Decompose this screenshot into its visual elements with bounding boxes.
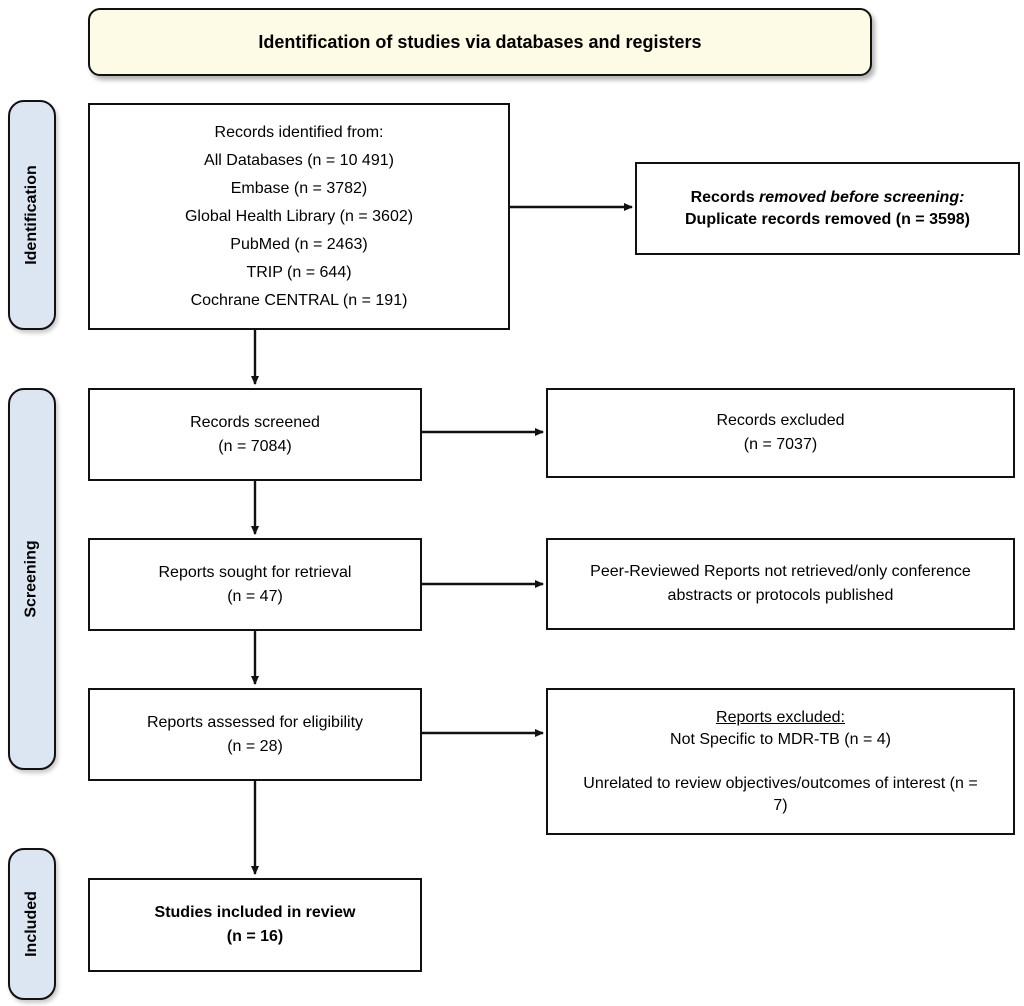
reports-not-retrieved-text: Peer-Reviewed Reports not retrieved/only… [590, 563, 971, 604]
box-records-removed: Records removed before screening: Duplic… [635, 162, 1020, 255]
stage-label-identification-text: Identification [23, 165, 40, 265]
records-identified-item: Embase (n = 3782) [230, 179, 368, 197]
reports-sought-label: Reports sought for retrieval [158, 563, 352, 581]
reports-excluded-reason: Not Specific to MDR-TB (n = 4) [670, 730, 891, 748]
stage-label-included: Included [8, 848, 56, 1000]
reports-assessed-label: Reports assessed for eligibility [146, 713, 364, 731]
records-screened-count: (n = 7084) [218, 437, 292, 455]
records-identified-item: Global Health Library (n = 3602) [184, 207, 414, 225]
stage-label-included-text: Included [23, 891, 40, 957]
records-identified-item: All Databases (n = 10 491) [204, 151, 394, 169]
stage-label-screening-text: Screening [23, 540, 41, 618]
box-records-identified: Records identified from: All Databases (… [88, 103, 510, 330]
box-reports-sought: Reports sought for retrieval (n = 47) [88, 538, 422, 631]
records-identified-item: PubMed (n = 2463) [230, 235, 368, 253]
records-identified-item: Cochrane CENTRAL (n = 191) [190, 291, 408, 309]
records-removed-duplicates: Duplicate records removed (n = 3598) [685, 210, 970, 228]
reports-excluded-reason: Unrelated to review objectives/outcomes … [583, 774, 978, 814]
box-reports-not-retrieved: Peer-Reviewed Reports not retrieved/only… [546, 538, 1015, 630]
box-reports-excluded: Reports excluded: Not Specific to MDR-TB… [546, 688, 1015, 835]
records-removed-heading-italic: removed before screening: [759, 188, 965, 206]
studies-included-count: (n = 16) [226, 928, 284, 945]
stage-label-identification: Identification [8, 100, 56, 330]
diagram-title-banner: Identification of studies via databases … [88, 8, 872, 76]
box-reports-assessed: Reports assessed for eligibility (n = 28… [88, 688, 422, 781]
records-screened-label: Records screened [190, 413, 320, 431]
box-records-screened: Records screened (n = 7084) [88, 388, 422, 481]
records-identified-item: TRIP (n = 644) [246, 263, 352, 281]
diagram-title: Identification of studies via databases … [258, 31, 702, 52]
reports-sought-count: (n = 47) [227, 587, 283, 605]
records-excluded-label: Records excluded [716, 412, 845, 429]
records-removed-heading-lead: Records [690, 188, 760, 206]
records-identified-heading: Records identified from: [214, 123, 384, 141]
box-records-excluded: Records excluded (n = 7037) [546, 388, 1015, 478]
box-studies-included: Studies included in review (n = 16) [88, 878, 422, 972]
records-excluded-count: (n = 7037) [743, 436, 818, 453]
reports-assessed-count: (n = 28) [227, 737, 283, 755]
reports-excluded-heading: Reports excluded: [716, 708, 845, 726]
stage-label-screening: Screening [8, 388, 56, 770]
records-removed-heading: Records removed before screening: [691, 187, 965, 209]
studies-included-label: Studies included in review [154, 904, 356, 921]
